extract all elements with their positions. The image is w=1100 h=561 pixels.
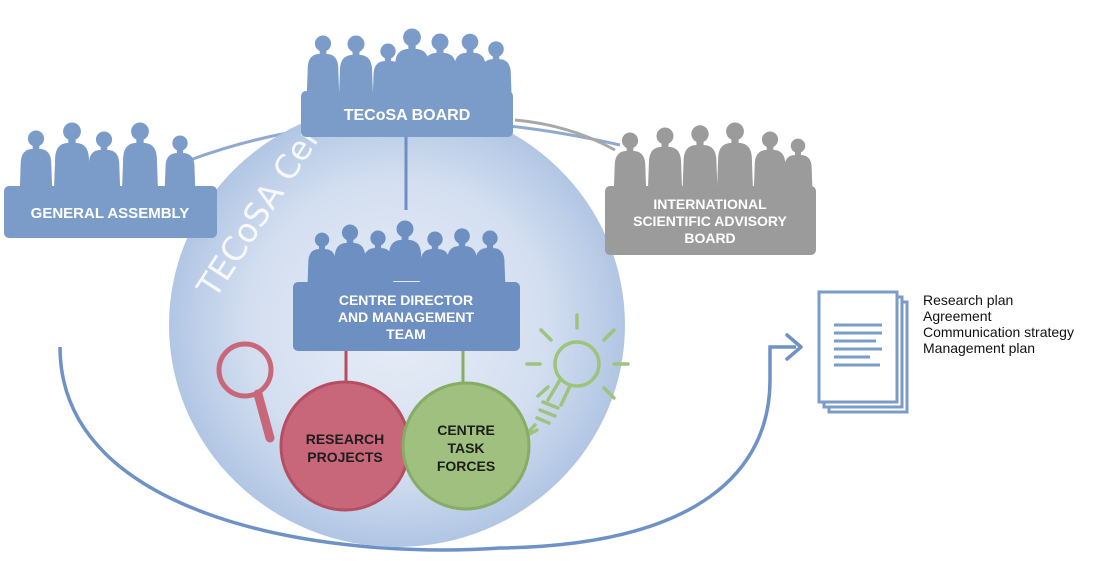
advisory-label-line-3: BOARD — [684, 230, 735, 246]
tecosa-board-box — [301, 91, 513, 137]
people-group-icon — [306, 28, 512, 98]
advisory-board-box — [605, 186, 816, 255]
advisory-label-line-1: INTERNATIONAL — [653, 196, 767, 212]
people-group-icon — [613, 122, 813, 190]
arrow-right-icon — [785, 333, 803, 361]
document-item: Management plan — [923, 340, 1036, 356]
document-stack-icon — [817, 290, 909, 414]
taskforces-label-line-2: TASK — [447, 440, 484, 456]
research-label-line-2: PROJECTS — [307, 449, 382, 465]
magnifier-icon — [216, 341, 275, 443]
tecosa-board-label: TECoSA BOARD — [344, 107, 471, 124]
director-label-line-2: AND MANAGEMENT — [338, 309, 475, 325]
centre-director-box — [293, 282, 520, 351]
document-list: Research plan Agreement Communication st… — [923, 292, 1074, 356]
document-item: Agreement — [923, 308, 992, 324]
director-label-line-3: TEAM — [386, 326, 426, 342]
director-label-line-1: CENTRE DIRECTOR — [339, 292, 473, 308]
research-label-line-1: RESEARCH — [306, 431, 385, 447]
people-group-icon — [19, 122, 196, 190]
task-forces-circle — [401, 381, 531, 511]
advisory-connection-arc — [514, 118, 616, 152]
document-item: Communication strategy — [923, 324, 1074, 340]
taskforces-label-line-3: FORCES — [437, 458, 495, 474]
taskforces-label-line-1: CENTRE — [437, 422, 495, 438]
lightbulb-icon — [525, 313, 630, 436]
advisory-label-line-2: SCIENTIFIC ADVISORY — [633, 213, 787, 229]
document-item: Research plan — [923, 292, 1014, 308]
general-assembly-box — [4, 186, 217, 238]
general-assembly-label: GENERAL ASSEMBLY — [31, 205, 190, 222]
feedback-loop-line — [58, 345, 796, 552]
